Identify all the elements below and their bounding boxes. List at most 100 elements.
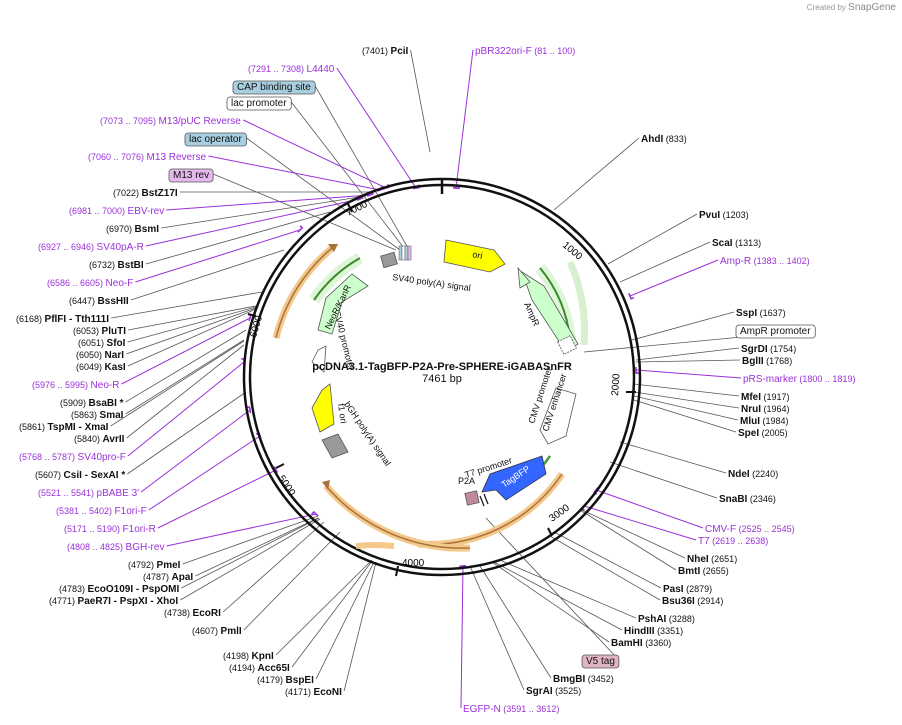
cap-binding-site-leader [314,85,409,249]
feature-f1-ori-label: f1 ori [336,403,349,424]
kasi-leader [127,308,257,367]
bglii-label: BglII (1768) [742,356,792,367]
snapgene-brand: Created by SnapGene [807,2,896,13]
spei-name: SpeI [738,428,759,439]
sgrai-name: SgrAI [526,686,553,697]
lac-promoter-callout[interactable]: lac promoter [226,96,292,111]
bsmi-name: BsmI [135,224,160,235]
csii-sexai-name: CsiI - SexAI * [64,470,126,481]
f1ori-r-leader [157,469,277,529]
created-by-text: Created by [806,3,846,12]
t7-position: (2619 .. 2638) [710,536,769,546]
sv40pro-f-position: (5768 .. 5787) [19,452,78,462]
cmv-f-name: CMV-F [705,524,736,535]
tspmi-xmai-label: (5861) TspMI - XmaI [19,422,109,433]
bgh-rev-label: (4808 .. 4825) BGH-rev [67,542,164,553]
feature-p2a[interactable] [464,490,480,506]
ampr-promoter-label: AmpR promoter [740,326,811,337]
ecori-name: EcoRI [193,608,222,619]
f1ori-f-name: F1ori-F [115,506,147,517]
smai-leader [125,339,245,415]
m13-reverse-name: M13 Reverse [147,152,207,163]
nari-position: (6050) [76,350,105,360]
feature-f1-ori[interactable] [311,383,335,433]
feature-ampr-promoter[interactable] [557,335,577,355]
l4440-label: (7291 .. 7308) L4440 [248,64,335,75]
feature-sv40-promoter[interactable] [311,345,327,373]
pcii-position: (7401) [362,46,391,56]
lac-operator-callout[interactable]: lac operator [184,132,247,147]
m13-reverse-position: (7060 .. 7076) [88,152,147,162]
tspmi-xmai-name: TspMI - XmaI [48,422,109,433]
amp-r-leader [629,259,719,297]
plasmid-size: 7461 bp [422,373,462,385]
pmli-label: (4607) PmlI [192,626,242,637]
sspi-label: SspI (1637) [736,308,786,319]
m13-puc-reverse-leader [243,119,387,189]
pbabe-3-leader [140,409,251,493]
sfoi-position: (6051) [78,338,107,348]
f1ori-r-name: F1ori-R [123,524,156,535]
mlui-label: MluI (1984) [740,416,789,427]
feature-tagbfp[interactable] [481,455,547,501]
kasi-name: KasI [105,362,126,373]
prs-marker-primer-mark [635,366,640,374]
sgrai-label: SgrAI (3525) [526,686,581,697]
tick-5000-mark [275,463,285,469]
cap-binding-site-callout[interactable]: CAP binding site [232,80,316,95]
neo-r-leader [121,317,251,385]
egfp-n-label: EGFP-N (3591 .. 3612) [463,704,559,715]
feature-cmv-enhancer[interactable] [539,387,577,445]
feature-ori[interactable] [443,239,506,273]
ampr-promoter-callout[interactable]: AmpR promoter [735,324,816,339]
sfoi-label: (6051) SfoI [78,338,126,349]
paer7i-pspxi-xhoi-label: (4771) PaeR7I - PspXI - XhoI [49,596,178,607]
v5-tag-leader [485,517,620,661]
amp-r-position: (1383 .. 1402) [751,256,810,266]
ecori-leader [222,521,325,613]
csii-sexai-label: (5607) CsiI - SexAI * [35,470,125,481]
feature-sv40-polya-label: SV40 poly(A) signal [392,272,472,293]
bspei-position: (4179) [257,675,286,685]
bsmi-position: (6970) [106,224,135,234]
orf-arc-upper-left-head [328,244,338,252]
m13-rev-label: M13 rev [173,170,209,181]
mlui-name: MluI [740,416,760,427]
bstz17i-position: (7022) [113,188,142,198]
m13-rev-callout[interactable]: M13 rev [168,168,214,183]
ecori-label: (4738) EcoRI [164,608,221,619]
bspei-label: (4179) BspEI [257,675,314,686]
pshai-leader [501,560,637,619]
orf-arc-small [355,542,395,549]
spei-label: SpeI (2005) [738,428,788,439]
bgh-rev-name: BGH-rev [126,542,165,553]
ecoo109i-pspomi-label: (4783) EcoO109I - PspOMI [59,584,179,595]
mfei-label: MfeI (1917) [741,392,790,403]
feature-bgh-polya[interactable] [321,433,349,459]
pmli-leader [243,531,341,631]
bmti-leader [579,509,677,571]
v5-tag-callout[interactable]: V5 tag [581,654,620,669]
scai-position: (1313) [733,238,762,248]
neo-f-position: (6586 .. 6605) [47,278,106,288]
sgrai-leader [469,565,525,691]
lac-region-marks [398,245,412,261]
avrii-label: (5840) AvrII [74,434,125,445]
scai-label: ScaI (1313) [712,238,761,249]
orf-arc-lower-left-head [322,480,330,490]
tick-1000-mark [569,225,577,233]
ebv-rev-name: EBV-rev [128,206,165,217]
kpni-leader [275,559,373,656]
lac-promoter-label: lac promoter [231,98,287,109]
ahdi-position: (833) [663,134,687,144]
feature-neor-kanr[interactable] [317,273,369,335]
mlui-position: (1984) [760,416,789,426]
bgh-rev-primer-mark [311,510,319,517]
mlui-leader [633,395,739,421]
pluti-label: (6053) PluTI [73,326,126,337]
feature-sv40-polya[interactable] [380,251,398,269]
acc65i-label: (4194) Acc65I [229,663,290,674]
bsshii-name: BssHII [98,296,129,307]
